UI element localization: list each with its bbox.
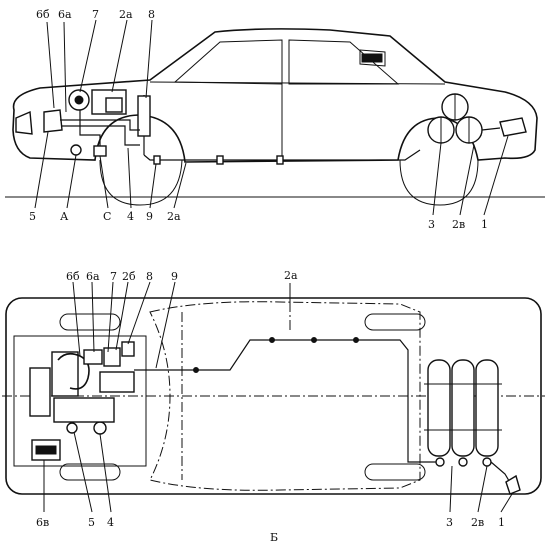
cylinder-valve-b [458,457,468,467]
filler-valve-1-top [505,474,521,495]
side-label-8: 8 [148,8,155,21]
side-label-5: 5 [29,210,36,223]
headlight [15,110,33,135]
engine-compartment [13,335,147,467]
side-label-C: С [103,210,111,223]
top-label-6a: 6а [86,270,100,283]
body-outline-dashed [149,301,421,491]
side-label-9: 9 [146,210,153,223]
badge-fill [361,53,383,63]
evaporator-2b [103,347,121,367]
cylinder-top-c [475,359,499,457]
side-label-6b: 6б [36,8,50,21]
cylinder-top-b [451,359,475,457]
side-label-6a: 6а [58,8,72,21]
top-label-9: 9 [171,270,178,283]
top-label-6b: 6б [66,270,80,283]
side-label-1: 1 [481,218,488,231]
cylinder-valve-c [482,457,492,467]
line-clip-1 [216,155,224,165]
clip-d [353,337,359,343]
valve-4-top [93,421,107,435]
side-label-2a-top: 2а [119,8,133,21]
valve-block [105,97,123,113]
top-label-2b: 2б [122,270,136,283]
line-clip-2 [276,155,284,165]
side-label-7: 7 [92,8,99,21]
line-fitting-9 [153,155,161,165]
top-label-1: 1 [498,516,505,529]
front-wheel [99,159,183,206]
top-label-7: 7 [110,270,117,283]
top-label-2a: 2а [284,269,298,282]
cylinder-valve-a [435,457,445,467]
side-label-3: 3 [428,218,435,231]
top-label-3: 3 [446,516,453,529]
top-view: 2а 6б 6а 7 2б 8 9 6в 5 4 3 2в 1 [2,269,545,529]
manometer-8 [137,95,151,137]
front-window [173,39,283,85]
top-label-5: 5 [88,516,95,529]
filler-line [481,127,501,131]
reducer-7-top [83,349,103,365]
mixer-5 [43,109,63,133]
main-gas-line-top [134,339,440,463]
valve-C [93,145,107,157]
rear-window [288,39,400,85]
wheel-slots [59,313,426,481]
clip-a [193,367,199,373]
figure-caption: Б [270,531,278,544]
cylinder-top-a [427,359,451,457]
engine-line-3 [79,110,101,146]
side-label-4: 4 [127,210,134,223]
valve-group [99,371,135,393]
battery-fill [35,445,57,455]
manometer-8-top [121,341,135,357]
top-label-6v: 6в [36,516,49,529]
top-label-2v: 2в [471,516,484,529]
engine-line-1 [60,119,140,131]
rear-wheel [399,159,479,206]
side-view: 6б 6а 7 2а 8 5 А С 4 9 2а 3 2в 1 [5,8,545,231]
mixer-5-top [66,422,78,434]
engine-line-2 [62,125,140,146]
filter-A [70,144,82,156]
reducer-7-core [74,95,84,105]
top-label-8: 8 [146,270,153,283]
clip-c [311,337,317,343]
rear-badge [359,49,386,67]
clip-b [269,337,275,343]
side-label-2v: 2в [452,218,465,231]
radiator [29,367,51,417]
top-label-4: 4 [107,516,114,529]
filler-valve-1 [499,117,527,137]
engine-lower [53,397,115,423]
side-leaders [34,19,509,216]
side-label-2a-bottom: 2а [167,210,181,223]
side-label-A: А [60,210,69,223]
top-leaders [43,281,513,513]
